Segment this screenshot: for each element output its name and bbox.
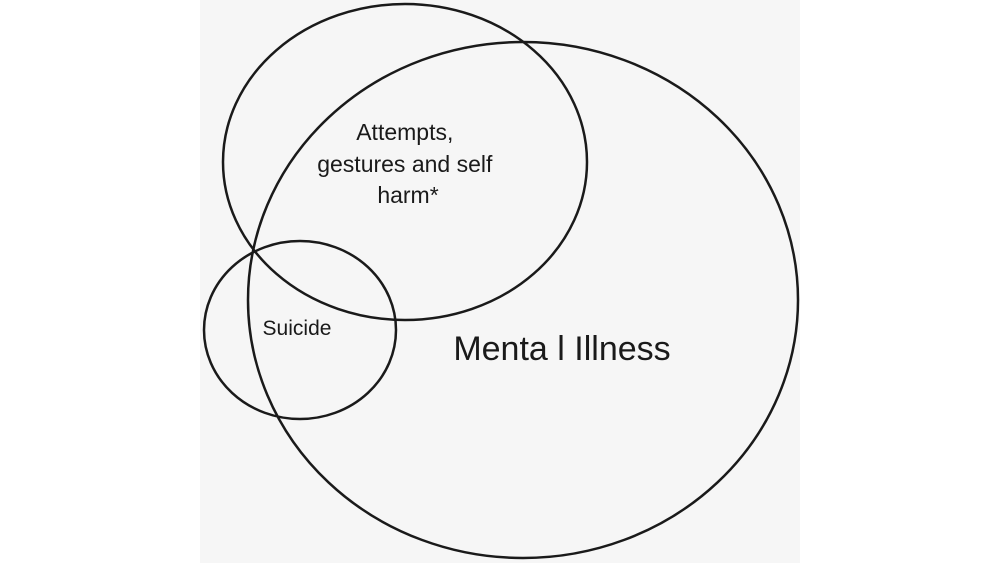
attempts-label-line-1: Attempts, xyxy=(356,119,453,145)
attempts-label-line-3: harm* xyxy=(377,182,438,208)
mental-illness-label: Menta l Illness xyxy=(453,330,670,368)
suicide-label: Suicide xyxy=(263,317,332,340)
attempts-label-line-2: gestures and self xyxy=(317,151,493,177)
diagram-panel xyxy=(200,0,800,563)
mental-illness-circle xyxy=(246,40,800,560)
attempts-circle xyxy=(221,2,589,322)
suicide-circle xyxy=(202,239,398,421)
attempts-label: Attempts, gestures and self harm* xyxy=(317,119,499,208)
